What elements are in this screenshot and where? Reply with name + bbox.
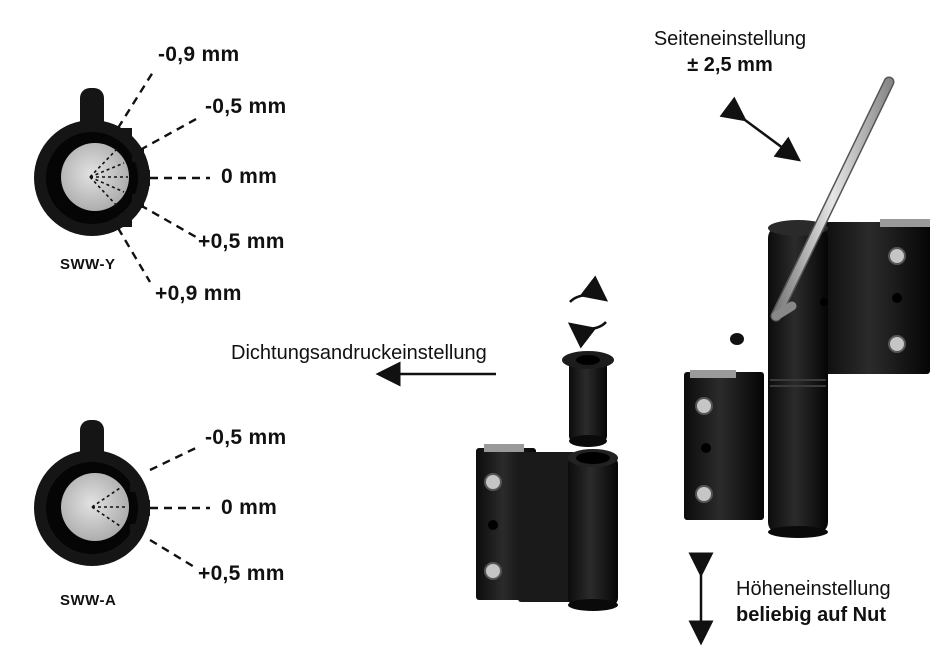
sww-y-position-0: 0 mm xyxy=(221,165,278,188)
sww-a-position-0: 0 mm xyxy=(221,496,278,519)
hinge-part-lower xyxy=(476,444,618,611)
eccentric-bushing xyxy=(562,351,614,447)
sww-a-eccentric xyxy=(34,420,210,570)
lateral-adjustment-title: Seiteneinstellung xyxy=(653,28,807,50)
sww-y-position-minus-0-5: -0,5 mm xyxy=(205,95,287,118)
sww-a-position-minus-0-5: -0,5 mm xyxy=(205,426,287,449)
lateral-double-arrow xyxy=(719,96,802,162)
hinge-assembled xyxy=(684,76,930,538)
sww-y-position-plus-0-5: +0,5 mm xyxy=(198,230,285,253)
height-adjustment-title: Höheneinstellung xyxy=(736,578,891,600)
sww-y-model-label: SWW-Y xyxy=(60,256,116,273)
sww-y-eccentric xyxy=(34,71,210,283)
height-adjustment-range: beliebig auf Nut xyxy=(736,604,886,626)
sww-y-position-minus-0-9: -0,9 mm xyxy=(158,43,240,66)
rotate-icon xyxy=(567,275,609,349)
lateral-adjustment-range: ± 2,5 mm xyxy=(687,54,773,76)
seal-pressure-title: Dichtungsandruckeinstellung xyxy=(231,342,487,364)
sww-a-model-label: SWW-A xyxy=(60,592,117,609)
hex-key xyxy=(770,76,895,322)
sww-a-position-plus-0-5: +0,5 mm xyxy=(198,562,285,585)
sww-y-position-plus-0-9: +0,9 mm xyxy=(155,282,242,305)
